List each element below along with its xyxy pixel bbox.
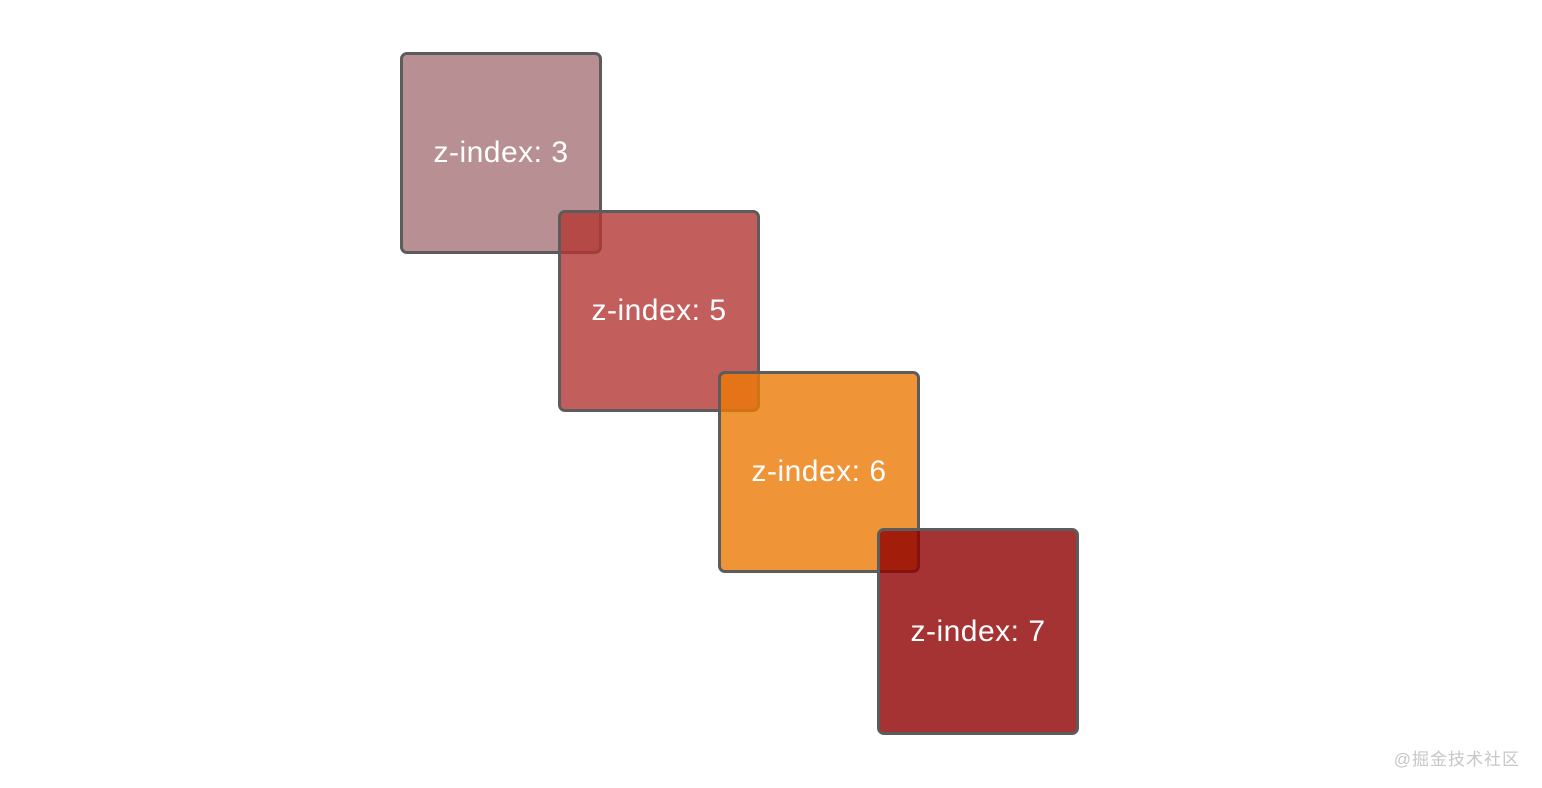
box-label-z5: z-index: 5 [591,294,727,327]
box-label-z3: z-index: 3 [433,136,569,169]
z-index-box-7: z-index: 7 [877,528,1079,735]
juejin-watermark: @掘金技术社区 [1393,750,1520,769]
box-label-z7: z-index: 7 [910,614,1046,648]
z-index-box-3: z-index: 3 [400,52,602,254]
box-label-z6: z-index: 6 [751,455,887,488]
